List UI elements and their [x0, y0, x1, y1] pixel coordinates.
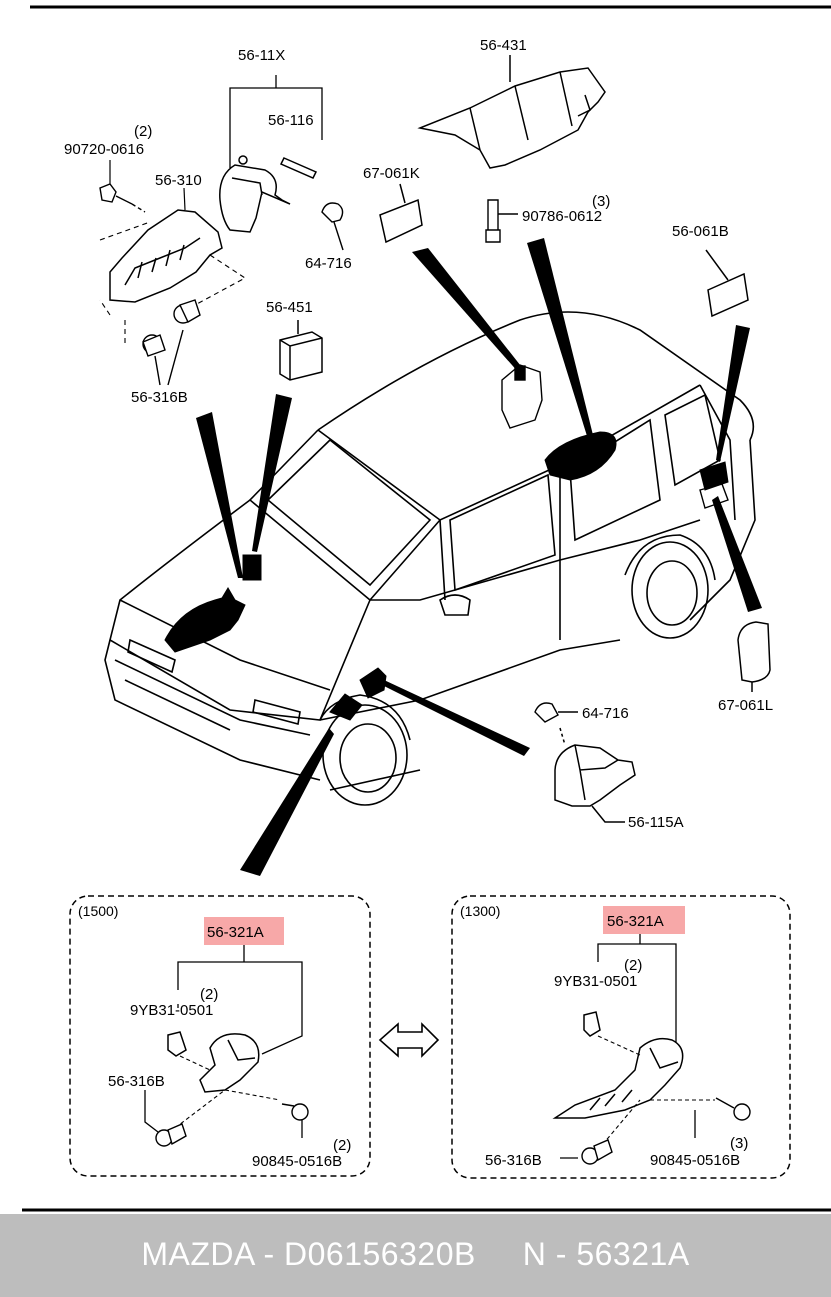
label-56-116: 56-116: [268, 112, 314, 129]
right-clip-part: 9YB31-0501: [554, 973, 637, 990]
footer-caption: MAZDA - D06156320B N - 56321A: [0, 1236, 831, 1273]
right-panel-lines: [560, 934, 696, 1159]
left-panel-lines: [144, 945, 303, 1138]
left-screw-qty: (2): [333, 1137, 351, 1154]
label-64-716-lower: 64-716: [582, 705, 629, 722]
pad-061k: [379, 183, 423, 244]
highlight-right: [603, 906, 685, 934]
label-56-061b: 56-061B: [672, 223, 729, 240]
left-panel-part-321a: [167, 1031, 260, 1093]
label-bolt-qty: (2): [134, 123, 152, 140]
right-screw-qty: (3): [730, 1135, 748, 1152]
right-variant: (1300): [460, 903, 500, 919]
leader-wedges: [196, 238, 762, 876]
label-64-716-top: 64-716: [305, 255, 352, 272]
bolt-0612: [485, 199, 518, 243]
left-screw-part: 90845-0516B: [252, 1153, 342, 1170]
shield-115a: [554, 727, 636, 823]
bolt-0616: [99, 160, 146, 213]
left-clip-316b: 56-316B: [108, 1073, 165, 1090]
label-67-061l: 67-061L: [718, 697, 773, 714]
footer-part-number: N - 56321A: [522, 1236, 690, 1272]
panel-left-frame: [69, 895, 371, 1177]
left-panel-fasteners: [155, 1103, 309, 1147]
clips-316b: [142, 299, 201, 386]
label-56-451: 56-451: [266, 299, 313, 316]
left-clip-part: 9YB31-0501: [130, 1002, 213, 1019]
part-116: [279, 157, 318, 179]
label-56-11x: 56-11X: [238, 47, 285, 64]
label-56-310: 56-310: [155, 172, 202, 189]
label-56-431: 56-431: [480, 37, 527, 54]
highlight-left: [204, 917, 284, 945]
label-90720-0616: 90720-0616: [64, 141, 144, 158]
right-clip-316b: 56-316B: [485, 1152, 542, 1169]
left-variant: (1500): [78, 903, 118, 919]
label-90786-0612: 90786-0612: [522, 208, 602, 225]
pad-061l: [737, 621, 771, 692]
heat-shield-431: [417, 55, 606, 169]
right-screw-part: 90845-0516B: [650, 1152, 740, 1169]
bracket-11x-lines: [229, 75, 323, 168]
footer-brand-code: MAZDA - D06156320B: [141, 1236, 476, 1272]
panel-right-frame: [451, 895, 791, 1179]
left-clip-qty: (2): [200, 986, 218, 1003]
label-67-061k: 67-061K: [363, 165, 420, 182]
label-56-115a: 56-115A: [628, 814, 684, 831]
car-part-outlines: [501, 364, 729, 509]
car-part-markers: [164, 431, 729, 721]
swap-arrow: [378, 1022, 440, 1058]
footer-bar: [0, 1214, 831, 1297]
cover-310: [109, 187, 223, 303]
label-56-316b-top: 56-316B: [131, 389, 188, 406]
car-illustration: [104, 311, 756, 806]
right-panel-fasteners: [581, 1097, 751, 1165]
label-0612-qty: (3): [592, 193, 610, 210]
part-11x: [219, 155, 291, 233]
left-highlight-label: 56-321A: [207, 924, 264, 941]
left-panel-guides: [174, 1055, 281, 1129]
clip-716-top: [321, 202, 344, 251]
right-clip-qty: (2): [624, 957, 642, 974]
block-451: [279, 320, 323, 381]
right-panel-part-321a: [552, 1011, 684, 1119]
pad-061b: [705, 249, 749, 318]
cover-310-guides: [99, 221, 247, 345]
right-highlight-label: 56-321A: [607, 913, 664, 930]
clip-716-lower: [534, 702, 578, 723]
